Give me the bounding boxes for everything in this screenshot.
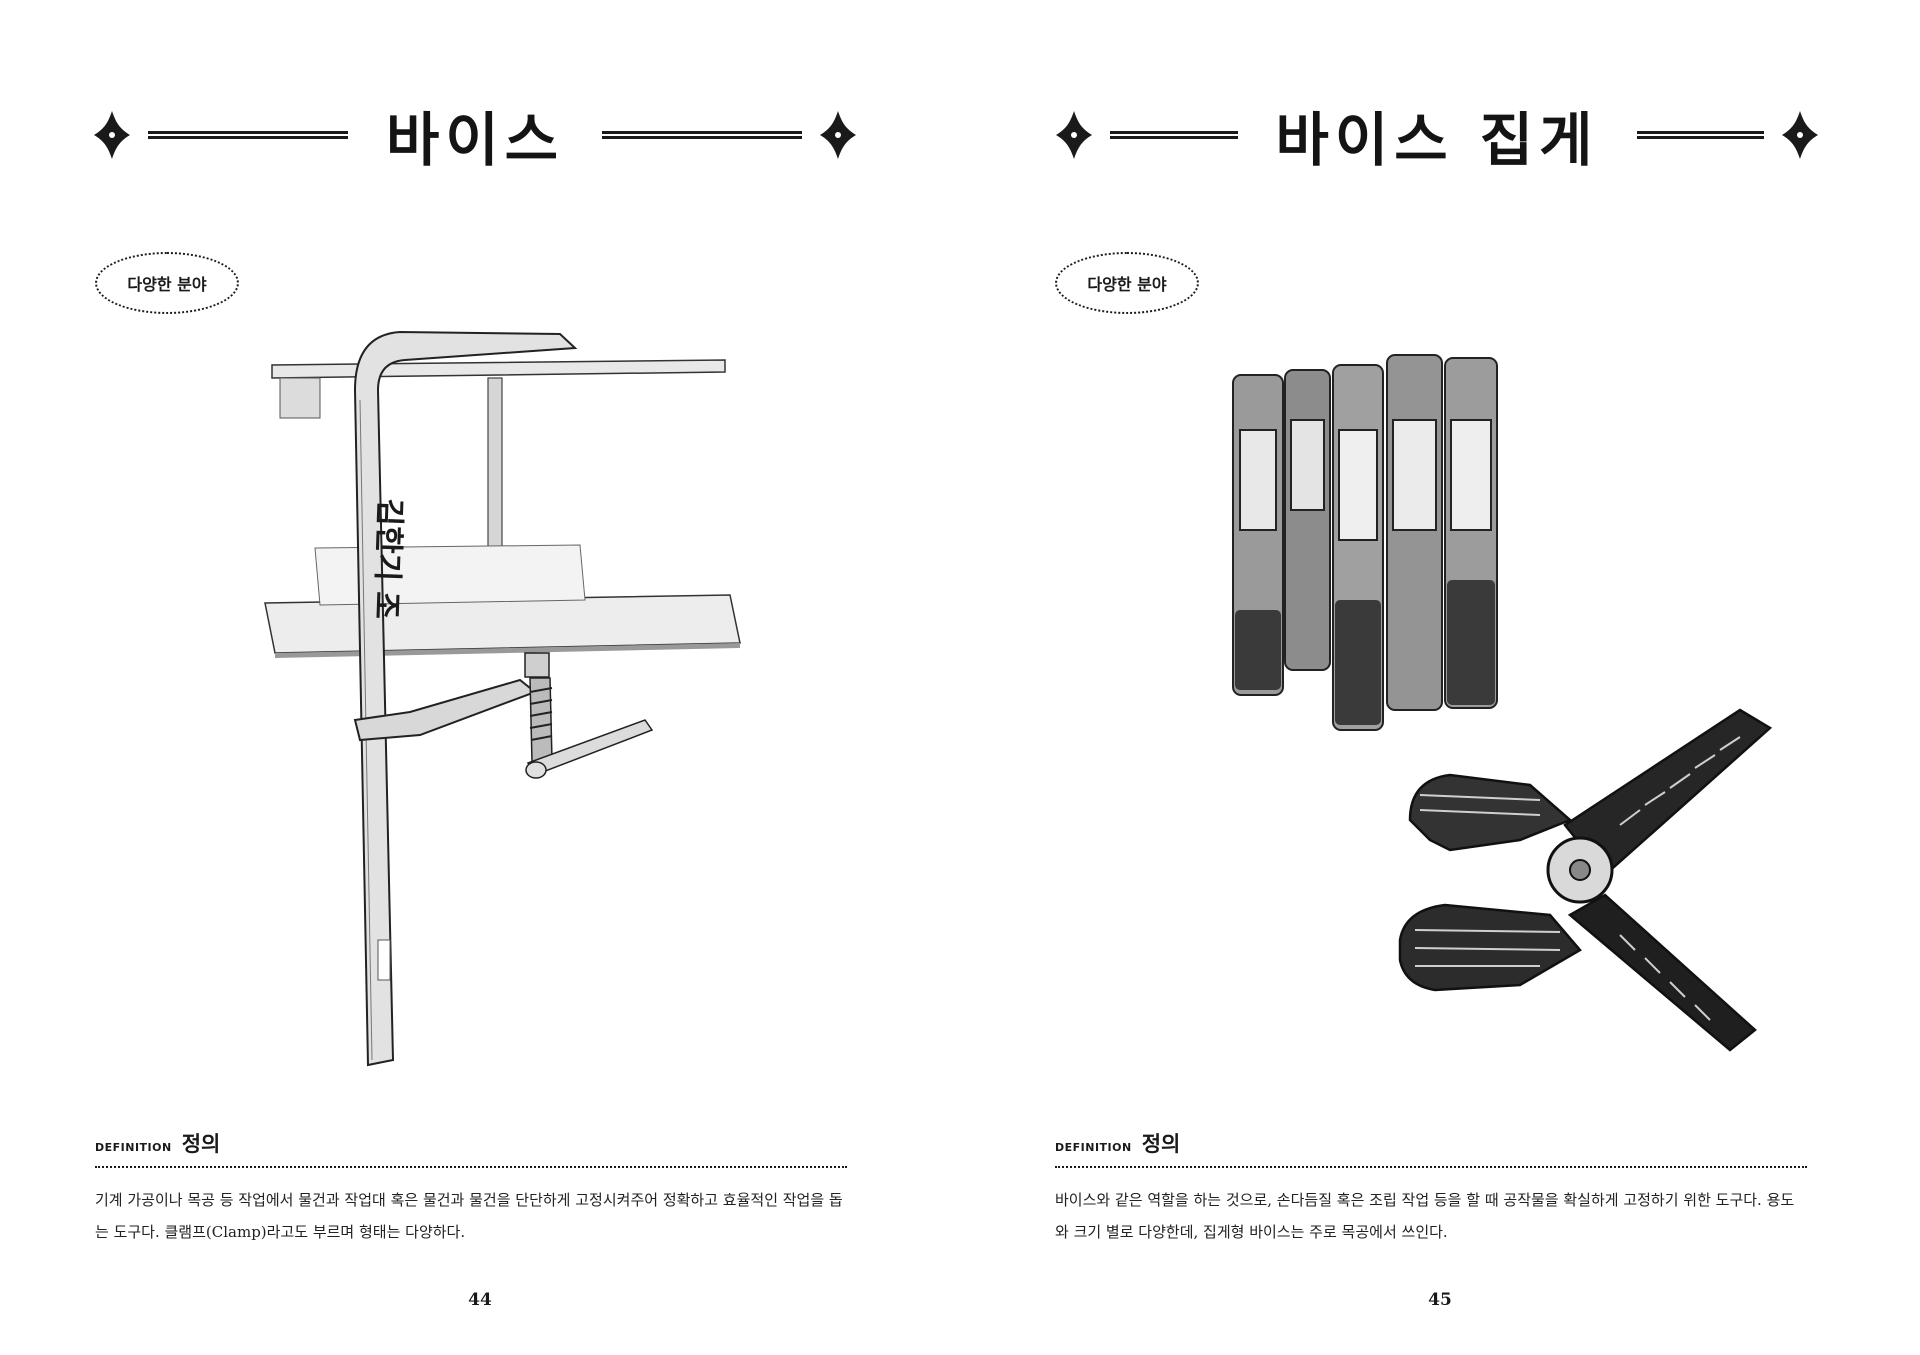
definition-label-ko: 정의	[181, 1132, 221, 1156]
definition-label-ko: 정의	[1141, 1132, 1181, 1156]
spring-clamps-stack-illustration	[1232, 354, 1498, 731]
flourish-ornament-icon	[1056, 111, 1092, 159]
definition-label-en: DEFINITION	[1055, 1141, 1132, 1154]
bar-clamp-illustration: 김한기 조	[264, 330, 741, 1067]
open-spring-clamp-illustration	[1398, 708, 1773, 1052]
title-row: 바이스 집게	[1052, 100, 1822, 174]
definition-heading: DEFINITION 정의	[95, 1128, 220, 1158]
title-row: 바이스	[90, 100, 860, 174]
bar-handwriting: 김한기 조	[368, 498, 407, 620]
page-number: 44	[468, 1290, 492, 1310]
definition-heading: DEFINITION 정의	[1055, 1128, 1180, 1158]
definition-text: 바이스와 같은 역할을 하는 것으로, 손다듬질 혹은 조립 작업 등을 할 때…	[1055, 1191, 1795, 1241]
title-rule-right	[602, 131, 802, 139]
title-rule-left	[148, 131, 348, 139]
definition-text: 기계 가공이나 목공 등 작업에서 물건과 작업대 혹은 물건과 물건을 단단하…	[95, 1191, 843, 1241]
dotted-divider	[95, 1166, 847, 1168]
title-rule-left	[1110, 131, 1238, 139]
page-title: 바이스 집게	[1275, 106, 1599, 174]
flourish-ornament-icon	[1782, 111, 1818, 159]
page-number: 45	[1428, 1290, 1452, 1310]
page-title: 바이스	[385, 106, 565, 174]
category-badge: 다양한 분야	[95, 252, 239, 314]
category-badge: 다양한 분야	[1055, 252, 1199, 314]
left-page: 바이스 다양한 분야 김한기 조 DEFINITION	[90, 100, 860, 1310]
dotted-divider	[1055, 1166, 1807, 1168]
right-page: 바이스 집게 다양한 분야	[960, 0, 1920, 1355]
flourish-ornament-icon	[94, 111, 130, 159]
title-rule-right	[1636, 131, 1764, 139]
definition-label-en: DEFINITION	[95, 1141, 172, 1154]
flourish-ornament-icon	[820, 111, 856, 159]
